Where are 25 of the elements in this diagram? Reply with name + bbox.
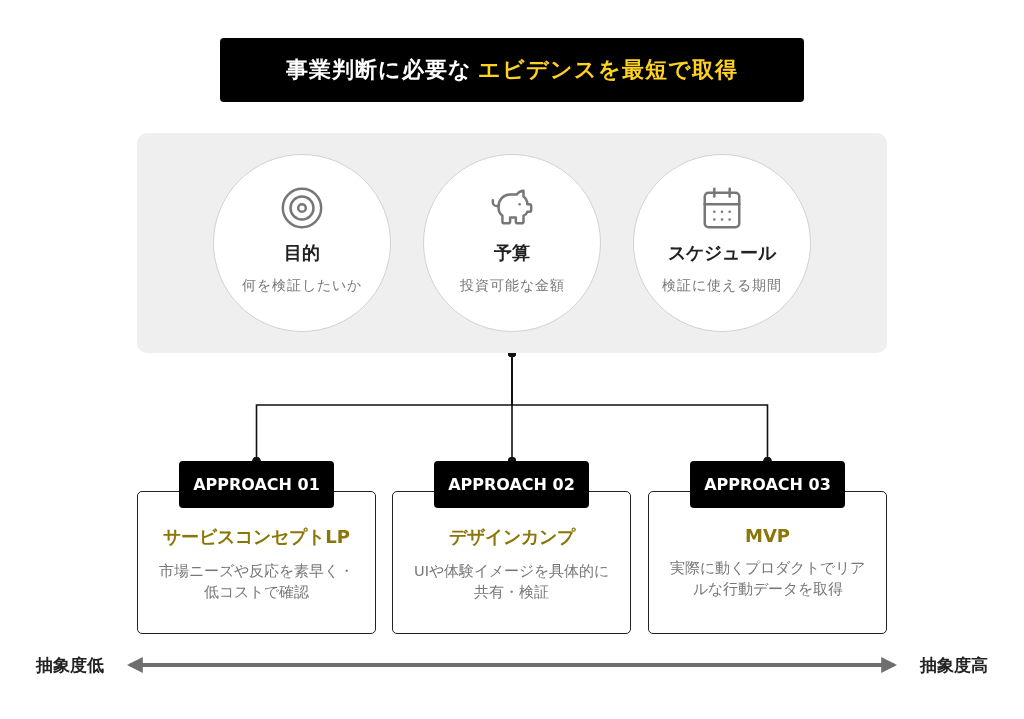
approach-card (392, 461, 631, 634)
approach-tag: APPROACH 03 (690, 461, 845, 508)
circle-title: 予算 (494, 241, 530, 265)
approach-description: 市場ニーズや反応を素早く・低コストで確認 (158, 562, 355, 602)
axis-label: 抽象度高 (904, 652, 1004, 678)
approach-card (648, 461, 887, 634)
approach-card (137, 461, 376, 634)
circle-title: スケジュール (668, 241, 776, 265)
approach-title: サービスコンセプトLP (163, 525, 350, 549)
circle-subtitle: 検証に使える期間 (662, 277, 782, 295)
approach-tag: APPROACH 01 (179, 461, 334, 508)
double-arrow (126, 657, 898, 673)
approach-title: デザインカンプ (448, 525, 575, 549)
approach-description: UIや体験イメージを具体的に共有・検証 (413, 562, 610, 602)
circle-title: 目的 (284, 241, 320, 265)
circle-subtitle: 投資可能な金額 (459, 277, 565, 295)
axis-label: 抽象度低 (20, 652, 120, 678)
approach-title: MVP (744, 525, 790, 546)
approach-description: 実際に動くプロダクトでリアルな行動データを取得 (669, 559, 866, 599)
panel-background (137, 133, 887, 353)
approach-tag: APPROACH 02 (434, 461, 589, 508)
title-banner (220, 38, 804, 102)
banner-text: エビデンスを最短で取得 (478, 56, 738, 84)
circle-subtitle: 何を検証したいか (242, 277, 362, 295)
banner-text: 事業判断に必要な (286, 56, 472, 84)
